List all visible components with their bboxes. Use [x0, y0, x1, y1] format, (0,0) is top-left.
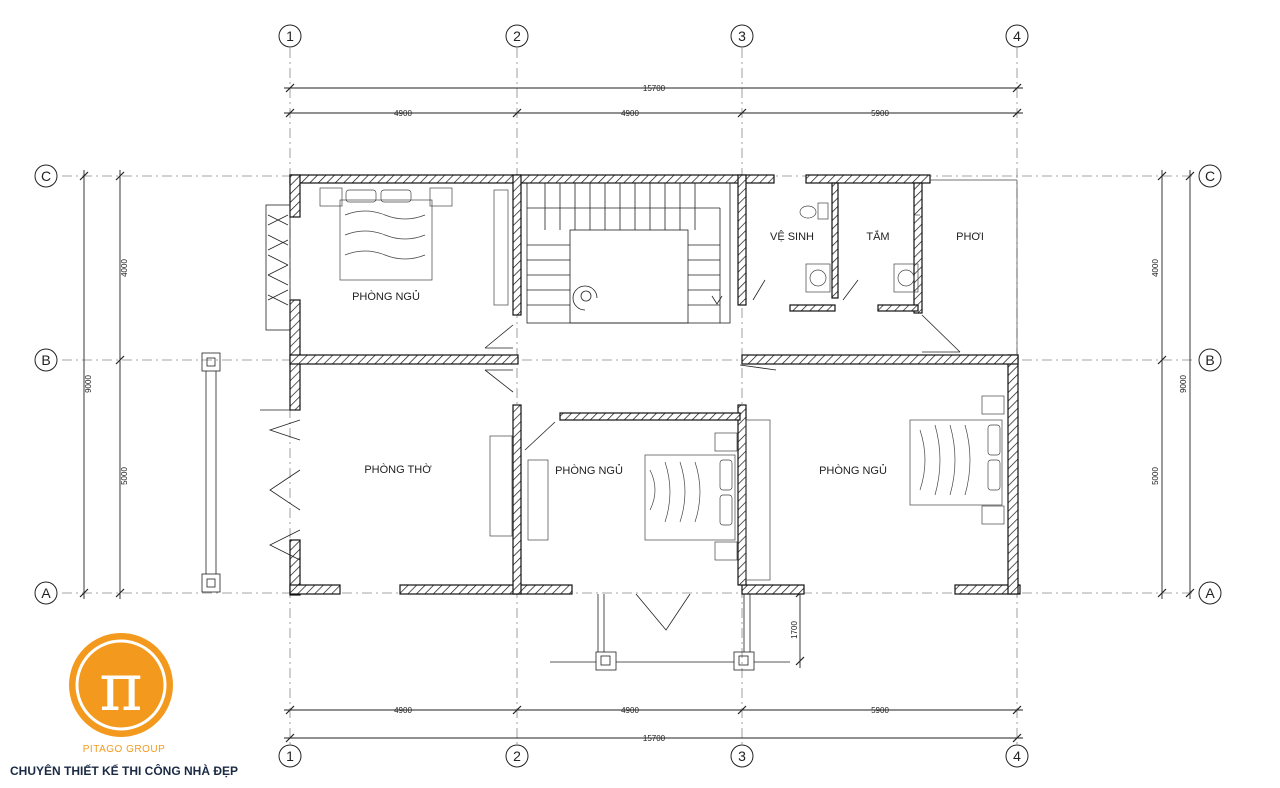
- dim-span-1-top: 4900: [394, 109, 412, 118]
- grid-label-2-bottom: 2: [513, 748, 521, 764]
- dim-overall-right: 9000: [1179, 375, 1188, 393]
- sink-bath: [893, 263, 919, 293]
- brand-name: PITAGO GROUP: [82, 744, 166, 755]
- door-swings: [260, 279, 961, 631]
- dimensions-top: 15700 4900 4900 5900: [284, 83, 1023, 118]
- dim-span-ab-right: 5000: [1151, 467, 1160, 485]
- dimension-porch: 1700: [790, 588, 805, 668]
- dim-overall-bottom: 15700: [643, 734, 666, 743]
- dim-overall-left: 9000: [84, 375, 93, 393]
- toilet: [799, 205, 817, 219]
- grid-lines: [62, 48, 1195, 745]
- grid-label-C-left: C: [41, 168, 51, 184]
- dim-span-3-bottom: 5900: [871, 706, 889, 715]
- grid-label-B-right: B: [1205, 352, 1214, 368]
- grid-label-1-top: 1: [286, 28, 294, 44]
- room-label-altar: PHÒNG THỜ: [364, 463, 432, 476]
- grid-label-C-right: C: [1205, 168, 1215, 184]
- dim-porch: 1700: [790, 621, 799, 639]
- grid-label-2-top: 2: [513, 28, 521, 44]
- sink-wc: [805, 263, 831, 293]
- dim-overall-top: 15700: [643, 84, 666, 93]
- brand-slogan: CHUYÊN THIẾT KẾ THI CÔNG NHÀ ĐẸP: [10, 764, 239, 778]
- porch: [550, 594, 790, 671]
- grid-label-4-top: 4: [1013, 28, 1021, 44]
- grid-bubbles: 1 2 3 4 1 2 3 4 C B A C B A: [34, 24, 1222, 768]
- room-label-bedroom-middle: PHÒNG NGỦ: [555, 464, 623, 477]
- grid-label-3-top: 3: [738, 28, 746, 44]
- bed-right: [909, 419, 1003, 506]
- pitago-logo: π: [69, 633, 173, 737]
- dim-span-ab-left: 5000: [120, 467, 129, 485]
- bed-top-left: [339, 199, 433, 281]
- walls: [289, 174, 1021, 596]
- room-label-drying: PHƠI: [956, 231, 984, 243]
- dim-span-2-top: 4900: [621, 109, 639, 118]
- room-label-bedroom-top-left: PHÒNG NGỦ: [352, 290, 420, 303]
- grid-label-1-bottom: 1: [286, 748, 294, 764]
- dim-span-bc-right: 4000: [1151, 259, 1160, 277]
- grid-label-3-bottom: 3: [738, 748, 746, 764]
- dimensions-bottom: 4900 4900 5900 15700: [284, 705, 1023, 743]
- logo-pi-symbol: π: [99, 649, 142, 726]
- furniture: [319, 179, 1018, 581]
- grid-label-B-left: B: [41, 352, 50, 368]
- dim-span-2-bottom: 4900: [621, 706, 639, 715]
- dim-span-bc-left: 4000: [120, 259, 129, 277]
- room-label-bath: TẮM: [866, 230, 889, 243]
- altar-table: [489, 435, 513, 537]
- room-labels: PHÒNG NGỦ VỆ SINH TẮM PHƠI PHÒNG THỜ PHÒ…: [352, 230, 984, 477]
- grid-label-A-left: A: [41, 585, 51, 601]
- dim-span-3-top: 5900: [871, 109, 889, 118]
- room-label-bedroom-right: PHÒNG NGỦ: [819, 464, 887, 477]
- staircase: [526, 182, 731, 324]
- logo-circle: [69, 633, 173, 737]
- bed-middle: [644, 454, 736, 541]
- grid-label-A-right: A: [1205, 585, 1215, 601]
- room-label-wc: VỆ SINH: [770, 230, 814, 243]
- dim-span-1-bottom: 4900: [394, 706, 412, 715]
- grid-bubble-1-top: [278, 24, 302, 48]
- grid-label-4-bottom: 4: [1013, 748, 1021, 764]
- dimensions-right: 4000 5000 9000: [1151, 170, 1195, 599]
- dimensions-left: 9000 4000 5000: [79, 170, 129, 599]
- balcony-left: [201, 204, 291, 593]
